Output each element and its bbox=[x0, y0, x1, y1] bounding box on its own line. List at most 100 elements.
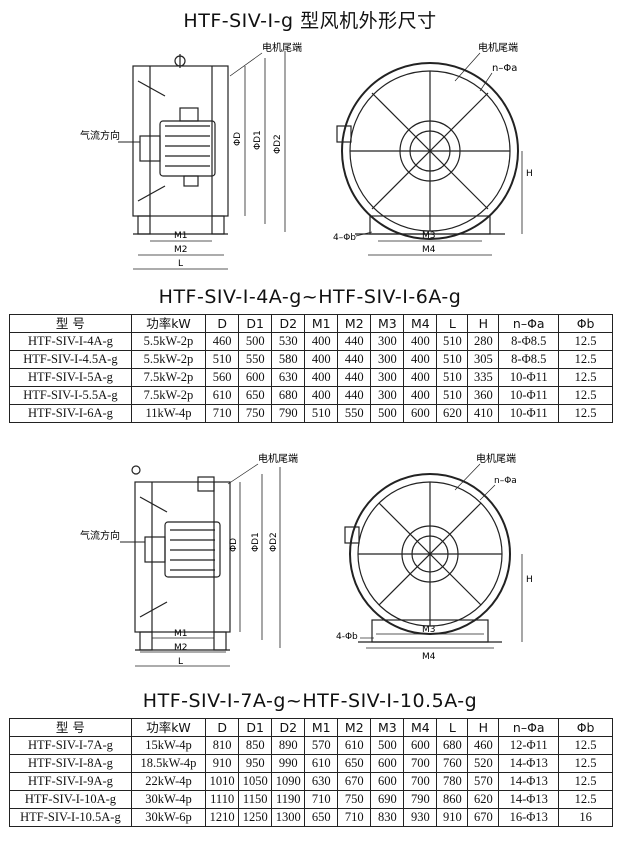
table-cell: 950 bbox=[238, 754, 273, 773]
column-header: H bbox=[467, 314, 500, 333]
column-header: M4 bbox=[403, 314, 438, 333]
table-cell: 12.5 bbox=[558, 386, 613, 405]
table-cell: 400 bbox=[304, 332, 339, 351]
table-cell: 22kW-4p bbox=[130, 772, 207, 791]
table-cell: 510 bbox=[205, 350, 240, 369]
table-cell: 400 bbox=[403, 386, 438, 405]
table-cell: 620 bbox=[467, 790, 500, 809]
table-cell: 8-Φ8.5 bbox=[498, 350, 560, 369]
dim-l: L bbox=[178, 657, 183, 667]
table-cell: 300 bbox=[370, 368, 405, 387]
table-cell: 500 bbox=[370, 736, 405, 755]
table-cell: 850 bbox=[238, 736, 273, 755]
table-cell: HTF-SIV-I-10A-g bbox=[9, 790, 132, 809]
table-cell: 360 bbox=[467, 386, 500, 405]
table-cell: 630 bbox=[271, 368, 306, 387]
table-cell: 1210 bbox=[205, 808, 240, 827]
table-cell: 510 bbox=[436, 368, 469, 387]
column-header: 功率kW bbox=[130, 718, 207, 737]
column-header: M3 bbox=[370, 314, 405, 333]
table-cell: 10-Φ11 bbox=[498, 386, 560, 405]
table-cell: 550 bbox=[238, 350, 273, 369]
table-cell: 280 bbox=[467, 332, 500, 351]
table-cell: 400 bbox=[403, 368, 438, 387]
table-cell: 600 bbox=[403, 736, 438, 755]
dim-h: H bbox=[526, 169, 533, 179]
table-cell: 710 bbox=[205, 404, 240, 423]
table-cell: 710 bbox=[337, 808, 372, 827]
table-cell: 700 bbox=[403, 772, 438, 791]
table-cell: 670 bbox=[467, 808, 500, 827]
table-cell: 14-Φ13 bbox=[498, 790, 560, 809]
table-cell: 1190 bbox=[271, 790, 306, 809]
table-cell: 12.5 bbox=[558, 772, 613, 791]
table-cell: 30kW-6p bbox=[130, 808, 207, 827]
table-cell: 12.5 bbox=[558, 754, 613, 773]
dim-d2: ΦD2 bbox=[273, 134, 283, 154]
table-cell: 750 bbox=[238, 404, 273, 423]
table-cell: HTF-SIV-I-7A-g bbox=[9, 736, 132, 755]
table-cell: 1010 bbox=[205, 772, 240, 791]
table-cell: 610 bbox=[304, 754, 339, 773]
column-header: 型 号 bbox=[9, 314, 132, 333]
column-header: D1 bbox=[238, 314, 273, 333]
motor-body bbox=[159, 120, 216, 177]
table-cell: 790 bbox=[403, 790, 438, 809]
table-cell: HTF-SIV-I-8A-g bbox=[9, 754, 132, 773]
table-cell: 7.5kW-2p bbox=[130, 368, 207, 387]
column-header: D bbox=[205, 718, 240, 737]
table-cell: 16-Φ13 bbox=[498, 808, 560, 827]
fan-drawing-2: 电机尾端 电机尾端 气流方向 n–Φa 4-Φb ΦD ΦD1 ΦD2 M1 M… bbox=[80, 452, 533, 667]
table-cell: 630 bbox=[304, 772, 339, 791]
table-cell: 600 bbox=[370, 772, 405, 791]
table-cell: 14-Φ13 bbox=[498, 772, 560, 791]
table-cell: 10-Φ11 bbox=[498, 368, 560, 387]
table-cell: HTF-SIV-I-9A-g bbox=[9, 772, 132, 791]
column-header: L bbox=[436, 718, 469, 737]
table-cell: 1150 bbox=[238, 790, 273, 809]
table-cell: 335 bbox=[467, 368, 500, 387]
section2-title: HTF-SIV-I-7A-g~HTF-SIV-I-10.5A-g bbox=[142, 690, 478, 712]
table-cell: HTF-SIV-I-4A-g bbox=[9, 332, 132, 351]
table-cell: HTF-SIV-I-5A-g bbox=[9, 368, 132, 387]
table-cell: 560 bbox=[205, 368, 240, 387]
table-cell: 1250 bbox=[238, 808, 273, 827]
table-cell: 305 bbox=[467, 350, 500, 369]
column-header: n–Φa bbox=[498, 718, 560, 737]
table-cell: 620 bbox=[436, 404, 469, 423]
column-header: M3 bbox=[370, 718, 405, 737]
table-cell: 14-Φ13 bbox=[498, 754, 560, 773]
dim-m4: M4 bbox=[422, 652, 436, 662]
table-cell: 570 bbox=[467, 772, 500, 791]
table-cell: 410 bbox=[467, 404, 500, 423]
table-cell: 300 bbox=[370, 350, 405, 369]
column-header: L bbox=[436, 314, 469, 333]
table-cell: 7.5kW-2p bbox=[130, 386, 207, 405]
table-cell: 670 bbox=[337, 772, 372, 791]
table-cell: 12.5 bbox=[558, 790, 613, 809]
column-header: D1 bbox=[238, 718, 273, 737]
table-cell: 890 bbox=[271, 736, 306, 755]
table-cell: HTF-SIV-I-4.5A-g bbox=[9, 350, 132, 369]
dim-d1: ΦD1 bbox=[253, 130, 263, 150]
column-header: M2 bbox=[337, 314, 372, 333]
table-cell: 440 bbox=[337, 350, 372, 369]
fan-outer-ring bbox=[341, 62, 519, 240]
dim-m3: M3 bbox=[422, 625, 436, 635]
table-cell: 400 bbox=[403, 350, 438, 369]
table-cell: 600 bbox=[370, 754, 405, 773]
table-cell: HTF-SIV-I-10.5A-g bbox=[9, 808, 132, 827]
table-cell: 690 bbox=[370, 790, 405, 809]
column-header: D2 bbox=[271, 314, 306, 333]
table-cell: 830 bbox=[370, 808, 405, 827]
table-cell: 610 bbox=[337, 736, 372, 755]
table-cell: 30kW-4p bbox=[130, 790, 207, 809]
table-cell: 12.5 bbox=[558, 404, 613, 423]
table-cell: 300 bbox=[370, 386, 405, 405]
